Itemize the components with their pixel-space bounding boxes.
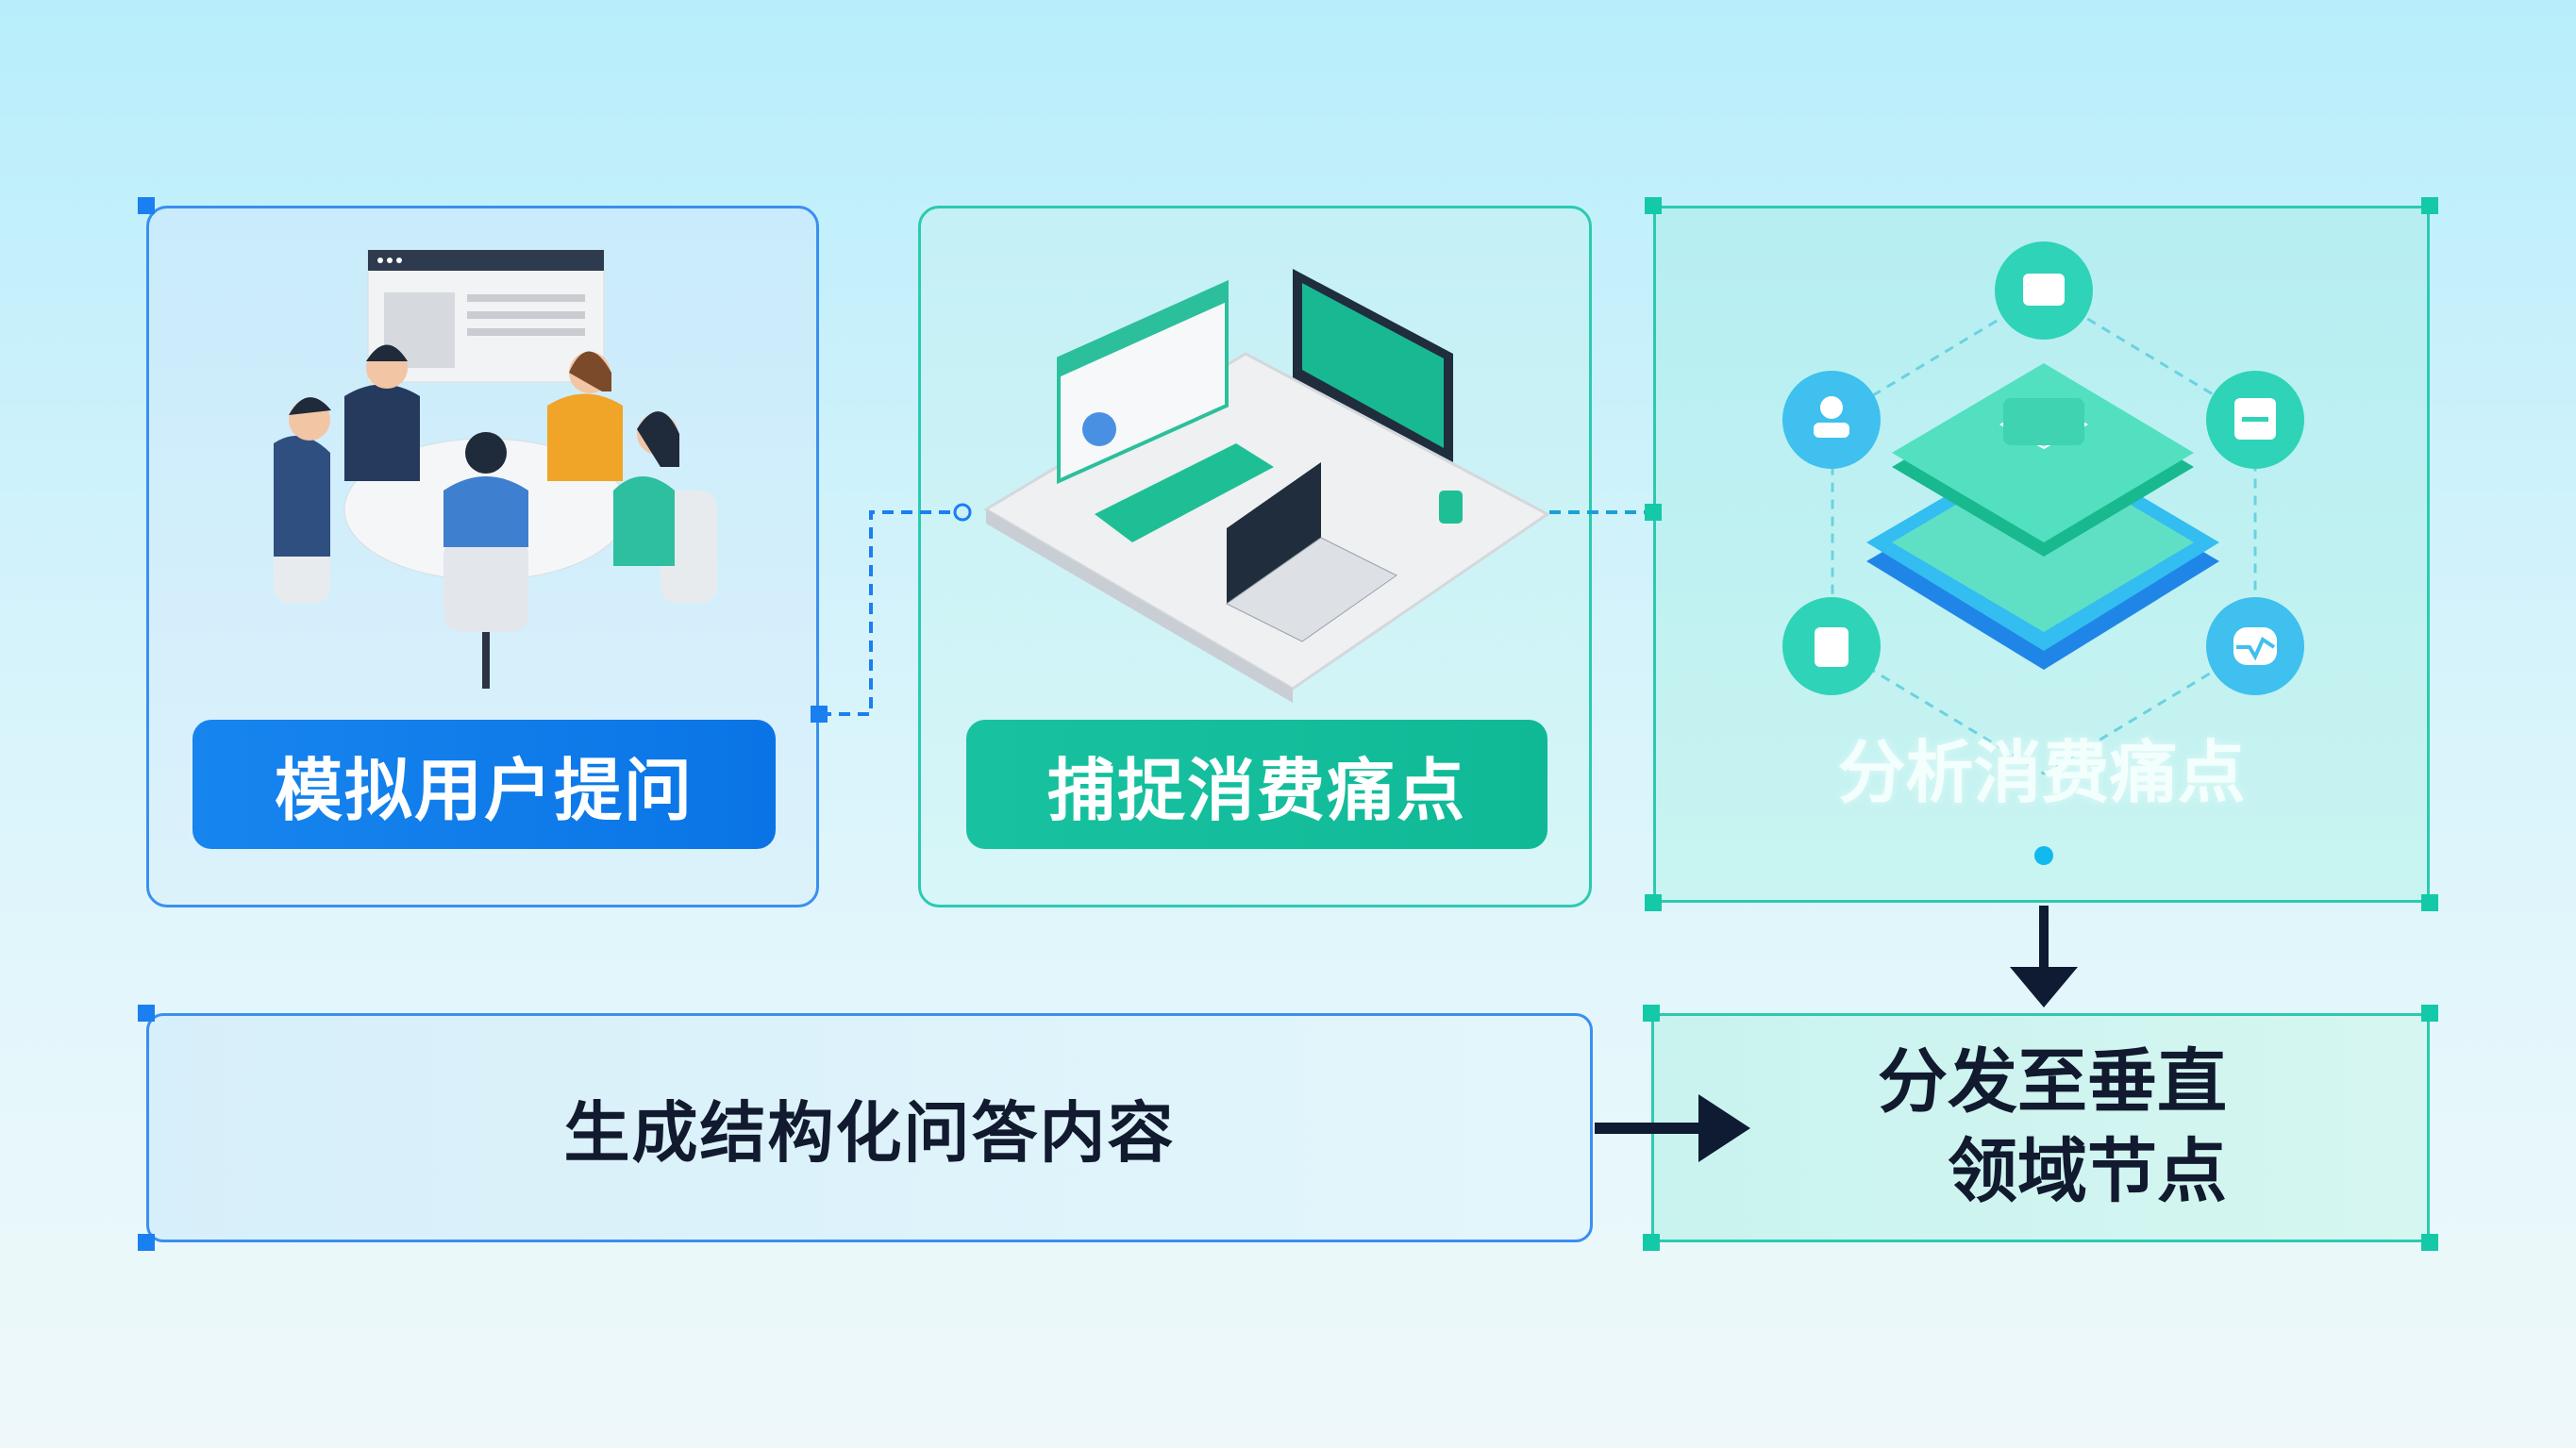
step-generate-card [146,1013,1593,1242]
corner-handle [1645,197,1662,214]
corner-handle [138,1234,155,1251]
distribute-label-line2: 领域节点 [1948,1131,2227,1212]
simulate-label: 模拟用户提问 [192,720,776,849]
connector-simulate-capture [820,510,961,716]
corner-handle [2421,894,2438,911]
corner-handle [811,706,828,723]
corner-handle [138,1005,155,1022]
corner-handle [1643,1005,1660,1022]
team-node-icon [1995,241,2093,340]
generate-label: 生成结构化问答内容 [563,1094,1176,1172]
arrow-down-icon [2010,906,2078,1007]
corner-handle [2421,1234,2438,1251]
status-dot [2034,846,2053,865]
distribute-label-line1: 分发至垂直 [1878,1041,2227,1123]
document-node-icon [2206,371,2304,469]
corner-handle [1645,894,1662,911]
connector-endpoint [953,503,972,522]
step-distribute-card [1651,1013,2430,1242]
user-node-icon [1782,371,1881,469]
corner-handle [138,197,155,214]
capture-label: 捕捉消费痛点 [966,720,1547,849]
data-layers-stack [1866,363,2219,670]
arrow-right-icon [1595,1094,1750,1162]
corner-handle [2421,197,2438,214]
devices-illustration [983,269,1550,703]
analyze-label: 分析消费痛点 [1837,733,2246,812]
corner-handle [2421,1005,2438,1022]
meeting-illustration [274,249,717,689]
distribute-label: 分发至垂直 领域节点 [1849,1038,2227,1217]
corner-handle [1645,504,1662,521]
heartbeat-node-icon [2206,597,2304,695]
corner-handle [1643,1234,1660,1251]
device-node-icon [1782,597,1881,695]
